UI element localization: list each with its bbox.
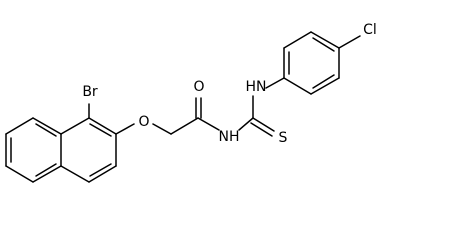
- bond: [32, 165, 62, 183]
- bond: [152, 123, 172, 135]
- bond: [312, 74, 335, 89]
- atom-label-o-carbonyl: O: [193, 79, 204, 95]
- bond: [250, 122, 273, 137]
- bond: [88, 117, 117, 135]
- bond: [5, 117, 34, 135]
- atom-label-br: Br: [82, 84, 98, 100]
- bond: [283, 31, 312, 49]
- bond: [265, 77, 285, 89]
- molecule-structure: Br O O NH HN S Cl: [5, 22, 377, 183]
- bond: [35, 163, 57, 177]
- bond: [60, 117, 90, 135]
- bond: [170, 117, 199, 135]
- bond: [88, 165, 117, 183]
- atom-label-hn-aryl: HN: [246, 79, 267, 95]
- bond: [238, 117, 254, 131]
- bond: [197, 117, 220, 131]
- bond: [115, 123, 135, 135]
- bond: [5, 165, 34, 183]
- atom-labels: Br O O NH HN S Cl: [82, 22, 377, 146]
- bond: [338, 35, 361, 49]
- atom-label-cl: Cl: [363, 22, 377, 38]
- bond: [283, 77, 312, 95]
- molecule-canvas: Br O O NH HN S Cl: [5, 22, 377, 183]
- bonds: [5, 31, 361, 183]
- bond: [35, 123, 57, 137]
- bond: [60, 165, 90, 183]
- bond: [252, 117, 275, 132]
- bond: [310, 31, 340, 49]
- bond: [312, 37, 335, 52]
- bond: [310, 77, 340, 95]
- atom-label-s: S: [279, 130, 288, 146]
- bond: [89, 163, 112, 177]
- atom-label-nh-amide: NH: [219, 129, 240, 145]
- bond: [32, 117, 62, 135]
- bond: [89, 123, 112, 137]
- atom-label-o-ether: O: [138, 114, 149, 130]
